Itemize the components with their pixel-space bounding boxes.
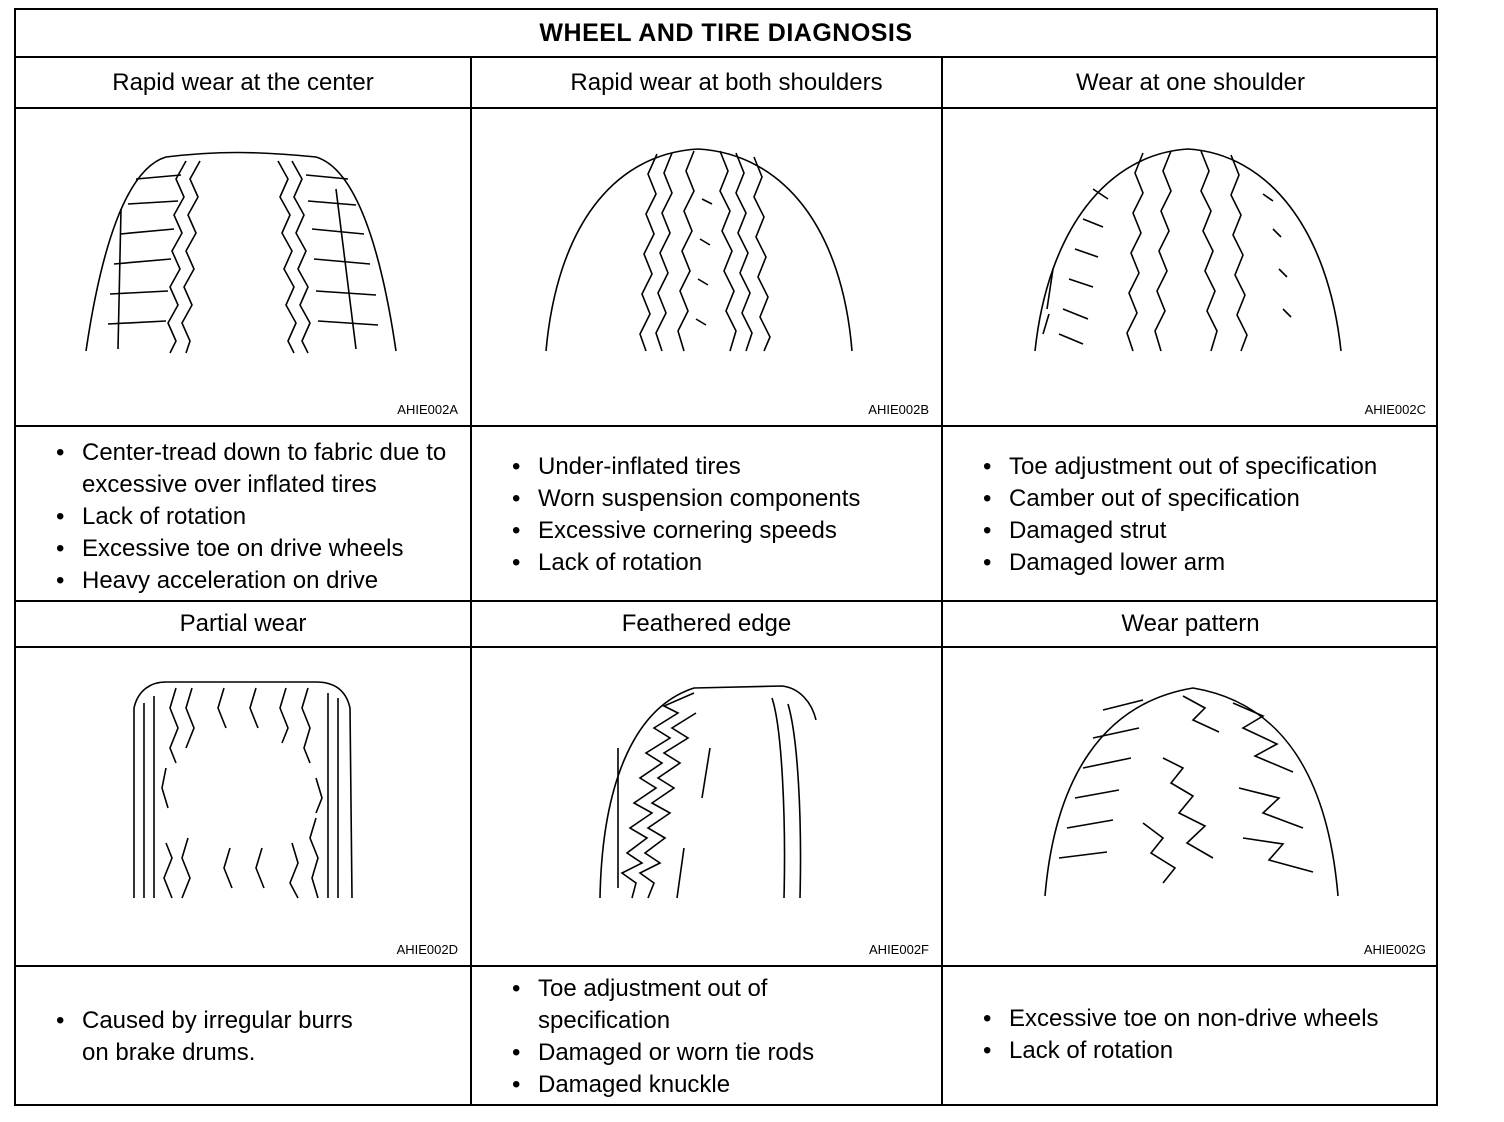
heading-one-shoulder: Wear at one shoulder (1075, 68, 1306, 96)
figure-code: AHIE002D (396, 942, 458, 957)
diagnosis-chart: WHEEL AND TIRE DIAGNOSIS Rapid wear at t… (14, 8, 1438, 1106)
heading-wear-pattern: Wear pattern (1121, 610, 1260, 637)
cause-item: Center-tread down to fabric due to exces… (54, 437, 470, 501)
row-divider (16, 425, 1436, 427)
cause-item: Under-inflated tires (510, 451, 941, 483)
figure-code: AHIE002G (1363, 942, 1426, 957)
row-divider (16, 107, 1436, 109)
causes-feathered-edge: Toe adjustment out of specification Dama… (472, 967, 941, 1106)
cause-item: Toe adjustment out of specification (981, 451, 1438, 483)
heading-both-shoulders: Rapid wear at both shoulders (570, 68, 883, 96)
cause-item: Damaged lower arm (981, 547, 1438, 579)
heading-partial-wear: Partial wear (179, 610, 307, 637)
cause-item: Lack of rotation (510, 547, 941, 579)
cause-item: Damaged knuckle (510, 1069, 910, 1101)
column-divider (470, 58, 472, 1106)
tire-wear-pattern-illustration: AHIE002G (943, 648, 1438, 965)
heading-feathered-edge: Feathered edge (621, 610, 792, 637)
figure-code: AHIE002C (1364, 402, 1426, 417)
cause-item: Heavy acceleration on drive (54, 565, 470, 597)
causes-both-shoulders: Under-inflated tires Worn suspension com… (472, 427, 941, 600)
cause-item: Damaged strut (981, 515, 1438, 547)
figure-code: AHIE002B (868, 402, 929, 417)
tire-feathered-edge-illustration: AHIE002F (472, 648, 941, 965)
row-divider (16, 646, 1436, 648)
cause-item: Excessive toe on drive wheels (54, 533, 470, 565)
cause-item: Excessive toe on non-drive wheels (981, 1003, 1438, 1035)
causes-center-wear: Center-tread down to fabric due to exces… (16, 427, 470, 600)
row-divider (16, 965, 1436, 967)
causes-one-shoulder: Toe adjustment out of specification Camb… (943, 427, 1438, 600)
tire-partial-wear-illustration: AHIE002D (16, 648, 470, 965)
figure-code: AHIE002A (397, 402, 458, 417)
column-divider (941, 58, 943, 1106)
cause-item: Toe adjustment out of specification (510, 973, 810, 1037)
cause-item: Lack of rotation (54, 501, 470, 533)
causes-partial-wear: Caused by irregular burrs on brake drums… (16, 967, 470, 1106)
cause-item: Excessive cornering speeds (510, 515, 941, 547)
causes-wear-pattern: Excessive toe on non-drive wheels Lack o… (943, 967, 1438, 1106)
figure-code: AHIE002F (869, 942, 929, 957)
tire-center-wear-illustration: AHIE002A (16, 109, 470, 425)
cause-item: Lack of rotation (981, 1035, 1438, 1067)
row-divider (16, 600, 1436, 602)
cause-item: Camber out of specification (981, 483, 1438, 515)
page-title: WHEEL AND TIRE DIAGNOSIS (16, 10, 1436, 58)
tire-one-shoulder-wear-illustration: AHIE002C (943, 109, 1438, 425)
tire-shoulder-wear-illustration: AHIE002B (472, 109, 941, 425)
cause-item: Damaged or worn tie rods (510, 1037, 910, 1069)
cause-item: Worn suspension components (510, 483, 941, 515)
heading-center-wear: Rapid wear at the center (112, 68, 374, 96)
cause-item: Caused by irregular burrs on brake drums… (54, 1005, 374, 1069)
